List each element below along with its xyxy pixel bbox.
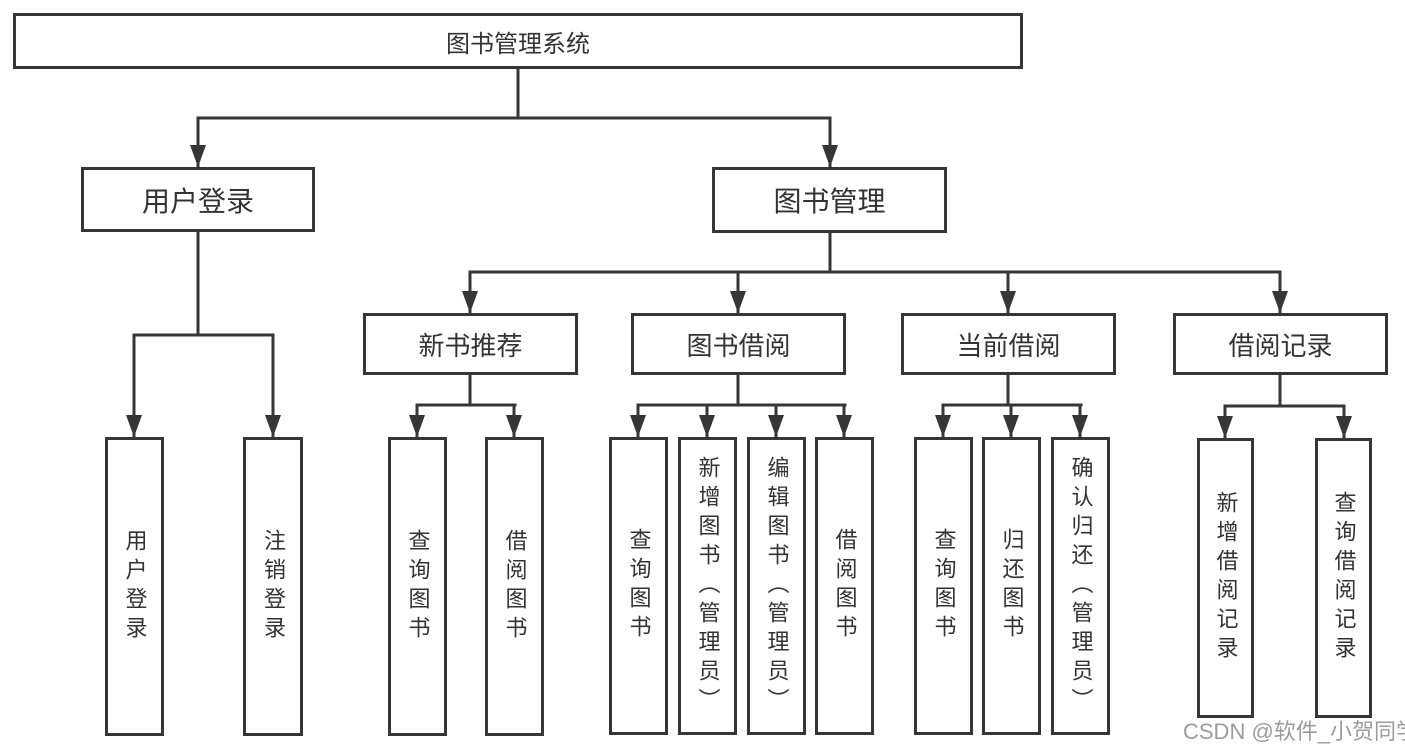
node-library-system: 图书管理系统	[13, 13, 1023, 69]
node-label: 图书管理	[773, 186, 886, 217]
leaf-confirm-return-admin: 确认归还（管理员）	[1051, 437, 1110, 735]
leaf-borrow-books-2: 借阅图书	[815, 437, 874, 735]
leaf-query-borrow-record: 查询借阅记录	[1315, 438, 1372, 718]
leaf-label: 借阅图书	[502, 528, 528, 645]
node-label: 图书借阅	[686, 330, 791, 361]
leaf-label: 查询借阅记录	[1331, 491, 1357, 665]
watermark-text: CSDN @软件_小贺同学	[1183, 719, 1405, 744]
leaf-label: 查询图书	[626, 528, 652, 644]
user-login-connectors	[126, 230, 281, 439]
leaf-label: 编辑图书（管理员）	[764, 455, 790, 717]
node-label: 当前借阅	[956, 330, 1061, 361]
leaf-query-books-2: 查询图书	[609, 437, 668, 735]
node-borrow-records: 借阅记录	[1173, 313, 1388, 375]
node-book-management: 图书管理	[712, 167, 947, 233]
book-management-connectors	[462, 231, 1288, 315]
node-label: 借阅记录	[1228, 330, 1333, 361]
node-book-borrow: 图书借阅	[631, 313, 846, 375]
leaf-label: 归还图书	[999, 528, 1025, 644]
leaf-user-login: 用户登录	[105, 437, 164, 736]
leaf-label: 注销登录	[261, 528, 286, 645]
node-label: 图书管理系统	[446, 30, 590, 58]
leaf-label: 借阅图书	[832, 528, 858, 644]
leaf-return-books: 归还图书	[982, 437, 1041, 735]
node-new-book-recommend: 新书推荐	[363, 313, 578, 375]
leaf-add-book-admin: 新增图书（管理员）	[678, 437, 737, 735]
leaf-query-books-3: 查询图书	[914, 437, 973, 735]
leaf-label: 查询图书	[405, 528, 431, 645]
leaf-label: 确认归还（管理员）	[1068, 455, 1094, 717]
leaf-borrow-books-1: 借阅图书	[485, 437, 544, 736]
book-borrow-connectors	[630, 373, 852, 439]
leaf-edit-book-admin: 编辑图书（管理员）	[747, 437, 806, 735]
leaf-query-books-1: 查询图书	[388, 437, 447, 736]
new-book-connectors	[409, 373, 522, 439]
leaf-logout: 注销登录	[243, 437, 303, 736]
node-label: 新书推荐	[418, 330, 523, 361]
node-label: 用户登录	[141, 185, 254, 217]
node-current-borrow: 当前借阅	[901, 313, 1116, 375]
leaf-label: 新增图书（管理员）	[695, 455, 721, 717]
root-connectors	[190, 66, 838, 169]
node-user-login: 用户登录	[81, 167, 315, 232]
leaf-add-borrow-record: 新增借阅记录	[1197, 438, 1254, 718]
leaf-label: 新增借阅记录	[1213, 491, 1239, 665]
borrow-record-connectors	[1217, 373, 1352, 440]
leaf-label: 查询图书	[931, 528, 957, 644]
leaf-label: 用户登录	[122, 528, 148, 645]
current-borrow-connectors	[935, 373, 1088, 439]
